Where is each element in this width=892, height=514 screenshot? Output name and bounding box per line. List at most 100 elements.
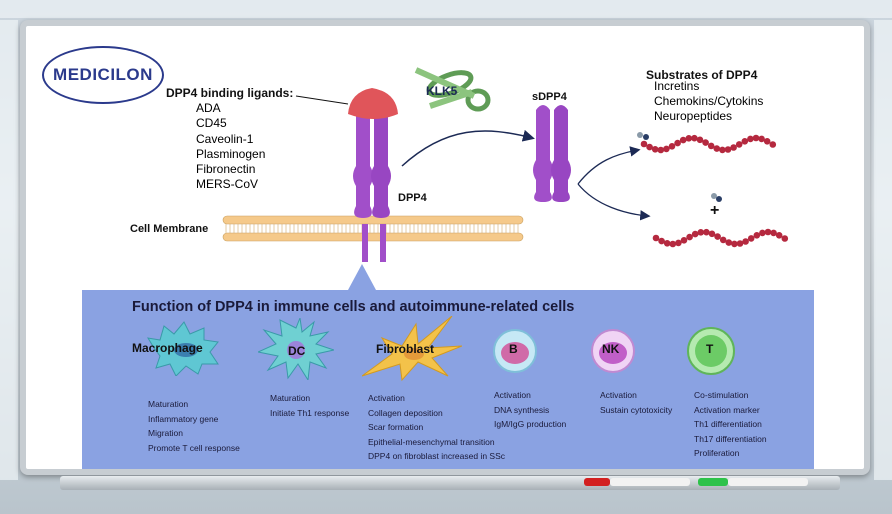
sdpp4-protein [533,105,571,202]
cell-label-macrophage: Macrophage [132,341,203,355]
function-item: Inflammatory gene [148,413,219,424]
peptide-bead [640,140,648,148]
peptide-bead [736,240,744,247]
peptide-bead [663,145,670,153]
peptide-bead [697,229,705,236]
substrates-title: Substrates of DPP4 [646,68,758,82]
ligands-list: ADA CD45 Caveolin-1 Plasminogen Fibronec… [196,101,265,193]
cell-label-dc: DC [288,344,306,358]
substrate-arrow-bottom [577,183,651,221]
whiteboard: MEDICILON DPP4 binding ligands: ADA CD45… [20,20,870,475]
peptide-bead [707,142,715,150]
cell-label-b: B [509,342,518,356]
dendritic-cell-icon [258,318,334,380]
background-ceiling [0,0,892,18]
dc-functions: Maturation Initiate Th1 response [270,391,349,420]
peptide-bead [764,228,772,236]
peptide-bead [691,134,698,142]
macrophage-icon [147,321,219,376]
dpp4-diagram [222,67,789,262]
peptide-bead [674,139,681,147]
peptide-bead [747,235,755,242]
t-cell-functions: Co-stimulation Activation marker Th1 dif… [694,388,767,461]
peptide-bead [770,229,777,237]
peptide-chain-bottom [652,228,789,248]
peptide-bead [658,237,665,245]
peptide-bead [686,233,693,241]
red-marker [584,478,610,486]
peptide-bead [714,233,721,240]
nk-cell-icon [591,329,635,373]
peptide-bead [652,234,660,242]
b-cell-functions: Activation DNA synthesis IgM/IgG product… [494,388,566,432]
function-item: Th1 differentiation [694,419,762,429]
peptide-bead [679,136,687,144]
peptide-bead [735,141,743,148]
klk5-label: KLK5 [426,84,458,98]
substrate-item: Neuropeptides [654,109,733,123]
function-item: Activation [600,390,637,400]
cell-label-fibroblast: Fibroblast [376,342,435,356]
function-item: Activation [494,390,531,400]
function-item: Proliferation [694,448,740,458]
substrates-list: Incretins Chemokins/Cytokins Neuropeptid… [654,79,763,124]
peptide-bead [747,135,754,143]
ligand-item: MERS-CoV [196,177,259,192]
cell-label-t: T [706,342,714,356]
marker-body-2 [728,478,808,486]
fibroblast-icon [362,316,462,382]
peptide-bead [685,135,693,142]
peptide-chain-top [640,134,777,154]
cell-membrane [222,215,524,242]
function-item: Activation [368,393,405,403]
peptide-bead [758,135,765,143]
background-left [0,20,18,480]
cleaved-dipeptide-top [637,132,649,140]
function-item: Initiate Th1 response [270,407,350,418]
peptide-bead [731,240,738,248]
peptide-bead [719,236,727,244]
ligands-title: DPP4 binding ligands: [166,86,294,100]
nk-cell-functions: Activation Sustain cytotoxicity [600,388,672,417]
dpp4-label: DPP4 [398,192,427,204]
plus-sign: + [710,202,720,219]
ligand-cap [348,88,398,119]
peptide-bead [753,232,761,239]
function-item: Maturation [148,399,189,409]
peptide-bead [724,146,732,153]
peptide-bead [725,239,733,246]
peptide-bead [742,238,749,245]
cleaved-dipeptide-bottom [711,193,722,202]
green-marker [698,478,728,486]
background-right [874,20,892,480]
peptide-bead [759,229,766,237]
macrophage-functions: Maturation Inflammatory gene Migration P… [148,397,240,455]
t-cell-icon [687,327,735,375]
cleavage-arrow [401,129,535,167]
peptide-bead [741,138,749,145]
function-item: Activation marker [694,404,760,415]
peptide-bead [703,228,710,236]
function-panel: Function of DPP4 in immune cells and aut… [82,290,814,469]
peptide-bead [763,138,771,145]
medicilon-logo: MEDICILON [42,46,164,104]
scissors-icon [414,67,491,112]
peptide-bead [691,230,699,238]
function-item: Maturation [270,393,311,403]
peptide-bead [781,235,789,242]
function-item: Promote T cell response [148,442,240,453]
ligand-item: ADA [196,101,221,115]
peptide-bead [657,146,665,154]
function-item: Epithelial-mesenchymal transition [368,436,495,447]
function-item: Co-stimulation [694,390,749,400]
function-item: Th17 differentiation [694,433,767,444]
panel-title: Function of DPP4 in immune cells and aut… [132,299,575,315]
peptide-bead [702,139,709,146]
function-item: Scar formation [368,422,424,432]
peptide-bead [651,146,659,153]
peptide-bead [663,240,671,247]
ligand-pointer-line [295,95,349,105]
peptide-bead [752,134,760,142]
ligand-item: Caveolin-1 [196,131,254,146]
function-item: IgM/IgG production [494,419,567,429]
